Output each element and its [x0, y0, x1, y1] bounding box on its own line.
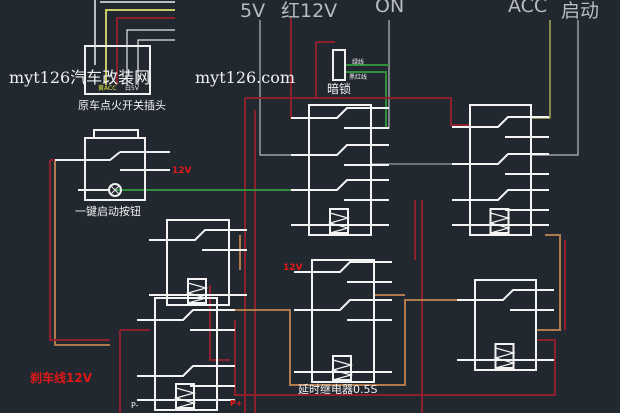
- wire-yellow: [105, 9, 175, 85]
- relay-coil: [329, 208, 349, 234]
- relay-contact: [452, 153, 549, 175]
- relay-contact: [452, 189, 549, 211]
- wire-orange-right: [536, 234, 561, 331]
- wire-acc: [531, 20, 551, 119]
- coil-zigzag: [185, 282, 209, 304]
- watermark-url: myt126.com: [195, 68, 296, 87]
- relay-contact: [294, 299, 392, 321]
- wire-gray: [94, 0, 175, 65]
- ignition-title: 原车点火开关插头: [78, 99, 166, 112]
- relay-contact: [291, 107, 389, 129]
- relay-brake: [137, 297, 235, 411]
- relay-box: [469, 104, 532, 236]
- immobilizer-wire-1: 绿线: [352, 59, 365, 66]
- relay-contact: [137, 365, 235, 387]
- wire-immobilizer-green: [345, 64, 389, 128]
- coil-zigzag: [493, 347, 516, 369]
- wire-red-bottom: [234, 240, 566, 396]
- relay-delay: [294, 259, 392, 383]
- button-title: 一键启动按钮: [75, 205, 141, 218]
- wire-orange-mid: [229, 235, 470, 386]
- relay-right: [457, 279, 554, 371]
- pin-5v: 白5V: [125, 85, 139, 92]
- wire-5v: [259, 20, 309, 156]
- coil-zigzag: [330, 359, 354, 381]
- coil-zigzag: [327, 212, 351, 234]
- relay-coil: [187, 278, 207, 304]
- start-button-symbol: [55, 129, 170, 201]
- relay-coil: [489, 208, 510, 234]
- coil-zigzag: [173, 387, 197, 409]
- ignition-connector-box: [84, 45, 151, 95]
- label-5v: 5V: [240, 0, 266, 22]
- wire-red-mid: [119, 200, 423, 413]
- polarity-pos: P+: [230, 399, 243, 408]
- relay-box: [474, 279, 537, 371]
- relay-box: [154, 297, 218, 411]
- relay-box: [166, 219, 230, 306]
- relay-button: [149, 219, 247, 306]
- immobilizer-title: 暗锁: [327, 82, 352, 96]
- immobilizer-symbol: [332, 49, 346, 81]
- wire-start: [531, 20, 579, 156]
- coil-zigzag: [488, 212, 511, 234]
- relay-contact: [291, 144, 389, 166]
- watermark-cn: myt126汽车改装网: [9, 68, 151, 87]
- wire-red: [116, 17, 175, 85]
- relay-coil: [175, 383, 195, 409]
- relay-box: [308, 104, 372, 236]
- relay-coil: [332, 355, 352, 381]
- delay-relay-title: 延时继电器0.5S: [298, 383, 378, 396]
- relay-main: [291, 104, 389, 236]
- delay-relay-12v: 12V: [283, 263, 303, 273]
- polarity-neg: P-: [131, 401, 139, 410]
- button-12v: 12V: [172, 166, 192, 176]
- relay-acc-start: [452, 104, 549, 236]
- relay-contact: [294, 261, 392, 283]
- wire-orange-left-2: [49, 159, 110, 341]
- relay-contact: [291, 179, 389, 201]
- immobilizer-wire-2: 黑红线: [349, 74, 368, 81]
- brake-label: 刹车线12V: [30, 371, 92, 385]
- relay-contact: [457, 289, 554, 311]
- wire-red-bus: [244, 97, 470, 413]
- label-on: ON: [375, 0, 405, 17]
- label-start: 启动: [561, 0, 600, 22]
- relay-contact: [149, 229, 247, 251]
- label-acc: ACC: [508, 0, 548, 17]
- pin-acc: 黄ACC: [98, 85, 117, 92]
- relay-coil: [494, 343, 515, 369]
- label-red-12v: 红12V: [281, 0, 338, 22]
- wire-white: [126, 29, 175, 85]
- wire-orange-left: [54, 160, 110, 346]
- relay-contact: [137, 309, 235, 331]
- relay-contact: [452, 116, 549, 138]
- wire-immobilizer-red: [315, 41, 335, 98]
